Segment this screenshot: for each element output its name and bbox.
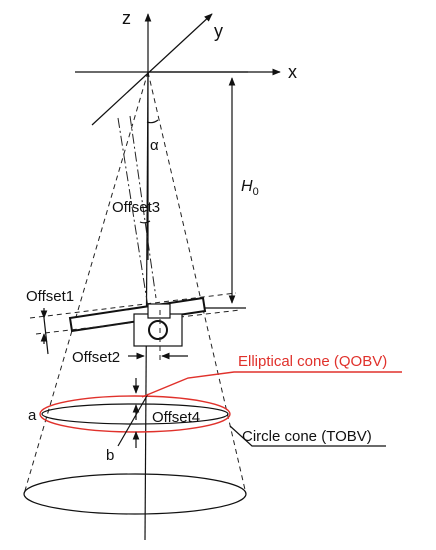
offset4-label: Offset4: [152, 409, 200, 426]
circle-cone-ellipse: [41, 403, 229, 425]
y-axis: [91, 13, 213, 126]
b-leader-line: [117, 393, 149, 447]
offset3-line-left: [117, 117, 151, 321]
offset2-label: Offset2: [72, 349, 120, 366]
cone-base-ellipse: [23, 473, 247, 515]
offset3-label: Offset3: [112, 199, 160, 216]
point-b-label: b: [106, 447, 114, 464]
offset3-line-right: [129, 115, 157, 299]
tobv-callout-line: [229, 425, 386, 447]
alpha-label: α: [150, 137, 159, 154]
elliptical-cone-ellipse: [39, 395, 231, 433]
cone-edge-right: [147, 71, 247, 495]
tobv-callout-text: Circle cone (TOBV): [242, 428, 372, 445]
z-axis-label: z: [122, 8, 131, 28]
alpha-arc: [146, 119, 159, 124]
qobv-callout-line: [141, 371, 402, 398]
camera-mount: [147, 303, 171, 319]
h0-label: H0: [241, 178, 259, 198]
camera-lens: [148, 320, 168, 340]
point-a-label: a: [28, 407, 37, 424]
cone-edge-left: [23, 71, 149, 495]
offset1-tick: [43, 317, 49, 355]
offset1-line-top: [29, 292, 237, 319]
offset1-label: Offset1: [26, 288, 74, 305]
offset3-arc: [139, 220, 151, 224]
x-axis-label: x: [288, 62, 297, 82]
qobv-callout-text: Elliptical cone (QOBV): [238, 353, 387, 370]
y-axis-label: y: [214, 21, 223, 41]
